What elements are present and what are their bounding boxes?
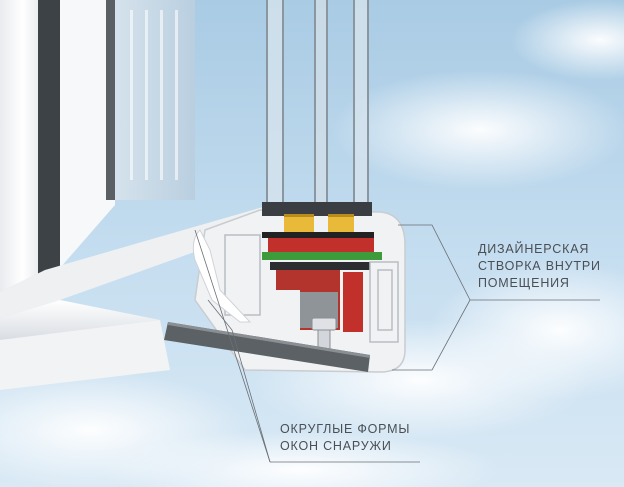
callout-outer-shape: ОКРУГЛЫЕ ФОРМЫ ОКОН СНАРУЖИ <box>280 421 410 455</box>
callout-lines <box>194 224 600 463</box>
callout-inner-line-1: ДИЗАЙНЕРСКАЯ <box>478 242 590 256</box>
callout-outer-line-1: ОКРУГЛЫЕ ФОРМЫ <box>280 422 411 436</box>
window-frame <box>0 0 270 390</box>
callout-inner-line-2: СТВОРКА ВНУТРИ <box>478 259 601 273</box>
triple-glazing <box>266 0 369 205</box>
profile-cross-section <box>164 202 406 373</box>
callout-outer-line-2: ОКОН СНАРУЖИ <box>280 439 392 453</box>
callout-inner-sash: ДИЗАЙНЕРСКАЯ СТВОРКА ВНУТРИ ПОМЕЩЕНИЯ <box>478 241 601 292</box>
callout-inner-line-3: ПОМЕЩЕНИЯ <box>478 276 570 290</box>
